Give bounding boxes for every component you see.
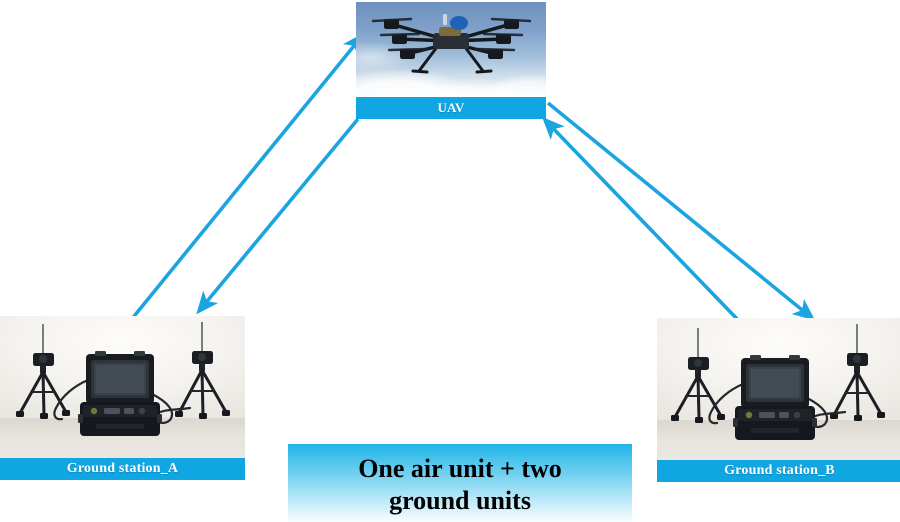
arrow-uav-to-station-a xyxy=(196,117,360,315)
drone-icon xyxy=(371,13,532,74)
multirotor-uav-photo xyxy=(356,2,546,97)
uav-label: UAV xyxy=(437,100,465,115)
ground-station-equipment-icon xyxy=(16,322,230,436)
ground-station-b-label-band: Ground station_B xyxy=(657,460,900,482)
caption-line-2: ground units xyxy=(389,485,531,515)
arrow-station-b-to-uav xyxy=(541,116,742,324)
ground-station-a-node[interactable]: Ground station_A xyxy=(0,316,245,480)
arrow-station-a-to-uav xyxy=(129,32,365,322)
ground-station-a-photo xyxy=(0,316,245,458)
uav-label-band: UAV xyxy=(356,97,546,119)
ground-station-b-photo xyxy=(657,318,900,460)
caption-line-1: One air unit + two xyxy=(358,454,562,483)
arrow-uav-to-station-b xyxy=(546,101,816,321)
caption-box: One air unit + two ground units xyxy=(288,444,632,522)
ground-station-b-label: Ground station_B xyxy=(724,463,835,478)
ground-station-b-node[interactable]: Ground station_B xyxy=(657,318,900,482)
ground-station-equipment-icon xyxy=(671,324,885,440)
ground-station-a-label: Ground station_A xyxy=(66,461,179,476)
ground-station-a-label-band: Ground station_A xyxy=(0,458,245,480)
uav-node[interactable]: UAV xyxy=(356,2,546,119)
